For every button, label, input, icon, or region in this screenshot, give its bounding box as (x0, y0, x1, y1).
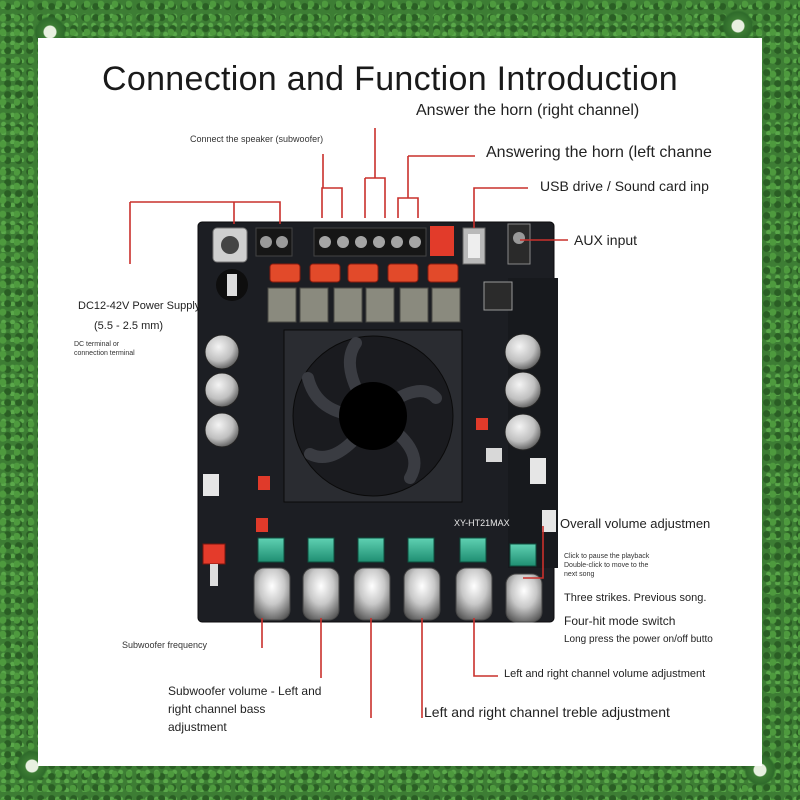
capacitor (204, 334, 240, 370)
label-subwoofer-frequency: Subwoofer frequency (122, 640, 208, 650)
label-four-hit: Four-hit mode switch (564, 614, 676, 628)
leader-lines (129, 128, 568, 718)
capacitor (504, 333, 542, 371)
label-subwoofer-volume-3: adjustment (168, 720, 227, 734)
label-power-size: (5.5 - 2.5 mm) (94, 320, 164, 332)
board-model: XY-HT21MAX (454, 518, 510, 528)
label-usb-input: USB drive / Sound card inp (540, 178, 709, 194)
capacitor (504, 413, 542, 451)
label-dc-terminal-note: DC terminal or connection terminal (74, 341, 135, 357)
capacitor (204, 412, 240, 448)
label-subwoofer-volume-2: right channel bass (168, 702, 266, 716)
label-treble: Left and right channel treble adjustment (424, 704, 670, 720)
label-long-press: Long press the power on/off butto (564, 634, 713, 645)
knob (455, 567, 493, 621)
label-three-strikes: Three strikes. Previous song. (564, 592, 707, 604)
power-button (202, 543, 226, 565)
relay (430, 226, 454, 256)
label-right-horn: Answer the horn (right channel) (416, 102, 640, 119)
capacitor (204, 372, 240, 408)
label-overall-volume: Overall volume adjustmen (560, 516, 711, 531)
capacitor (504, 371, 542, 409)
knob (302, 567, 340, 621)
label-power-supply: DC12-42V Power Supply (78, 300, 201, 312)
page-title: Connection and Function Introduction (102, 60, 678, 98)
knob (505, 573, 543, 623)
label-lr-volume: Left and right channel volume adjustment (504, 668, 706, 680)
label-subwoofer-volume-1: Subwoofer volume - Left and (168, 684, 322, 698)
label-speaker-subwoofer: Connect the speaker (subwoofer) (190, 134, 324, 144)
knob (403, 567, 441, 621)
label-aux-input: AUX input (574, 232, 638, 248)
knob (253, 567, 291, 621)
knob (353, 567, 391, 621)
label-click-pause: Click to pause the playback Double-click… (564, 553, 650, 578)
diagram-panel: Connection and Function Introduction (38, 38, 762, 766)
amplifier-board-illustration: XY-HT21MAX (129, 128, 568, 718)
label-left-horn: Answering the horn (left channe (486, 144, 712, 161)
speaker-terminal (313, 227, 427, 257)
